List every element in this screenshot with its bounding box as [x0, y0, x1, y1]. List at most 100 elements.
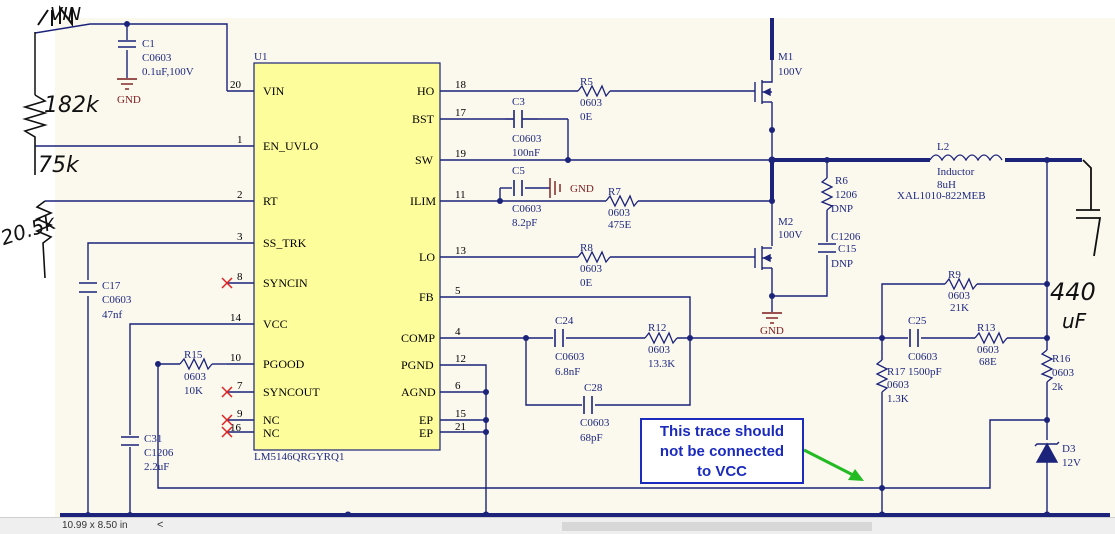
- d3-value: 12V: [1062, 457, 1081, 469]
- mosfet-m2: [754, 246, 772, 270]
- hand-cap: 440: [1050, 278, 1096, 306]
- pin-name-comp: COMP: [401, 331, 435, 345]
- note-arrow: [803, 448, 864, 481]
- resistor-symbols: [179, 84, 1054, 393]
- r15-value: 10K: [184, 385, 203, 397]
- r5-package: 0603: [580, 97, 603, 109]
- pin-num-sw: 19: [455, 148, 467, 160]
- c3-ref: C3: [512, 96, 525, 108]
- r16-ref: R16: [1052, 353, 1071, 365]
- c28-package: C0603: [580, 417, 610, 429]
- pin-num-vcc: 14: [230, 312, 242, 324]
- pin-num-lo: 13: [455, 245, 467, 257]
- r9-value: 21K: [950, 302, 969, 314]
- inductor-l2: [929, 154, 1003, 162]
- r7-value: 475E: [608, 219, 632, 231]
- c1-value: 0.1uF,100V: [142, 66, 194, 78]
- hand-r-bot: 75k: [38, 153, 80, 178]
- no-connect-markers: [221, 277, 233, 438]
- pin-name-vcc: VCC: [263, 317, 288, 331]
- hand-r-top: 182k: [44, 93, 100, 118]
- r9-ref: R9: [948, 269, 961, 281]
- pin-name-syncout: SYNCOUT: [263, 385, 320, 399]
- pin-name-agnd: AGND: [401, 385, 436, 399]
- power-buses: [60, 18, 1110, 517]
- r7-package: 0603: [608, 207, 631, 219]
- c25-value: 1500pF: [908, 366, 942, 378]
- pin-num-bst: 17: [455, 107, 467, 119]
- r15-package: 0603: [184, 371, 207, 383]
- pin-name-nc-16: NC: [263, 426, 280, 440]
- pin-num-ho: 18: [455, 79, 467, 91]
- l2-value: 8uH: [937, 179, 956, 191]
- note-line-1: This trace should: [659, 423, 785, 440]
- pin-num-rt: 2: [237, 189, 243, 201]
- pin-num-comp: 4: [455, 326, 461, 338]
- c17-package: C0603: [102, 294, 132, 306]
- r13-value: 68E: [979, 356, 997, 368]
- r17-package: 0603: [887, 379, 910, 391]
- component-labels: C1 C0603 0.1uF,100V C3 C0603 100nF C5 C0…: [102, 38, 1081, 473]
- c5-package: C0603: [512, 203, 542, 215]
- d3-ref: D3: [1062, 443, 1076, 455]
- c15-package: C1206: [831, 231, 861, 243]
- sheet-area: [55, 18, 1115, 518]
- pin-num-syncin: 8: [237, 271, 243, 283]
- pin-num-fb: 5: [455, 285, 461, 297]
- r9-package: 0603: [948, 290, 971, 302]
- c28-value: 68pF: [580, 432, 603, 444]
- left-pin-stubs: [227, 90, 254, 433]
- pin-name-ss-trk: SS_TRK: [263, 236, 307, 250]
- r5-value: 0E: [580, 111, 593, 123]
- ic-body: [253, 62, 441, 451]
- right-pin-stubs: [440, 90, 480, 433]
- c15-ref: C15: [838, 243, 857, 255]
- c31-value: 2.2uF: [144, 461, 169, 473]
- c5-value: 8.2pF: [512, 217, 537, 229]
- pin-name-en-uvlo: EN_UVLO: [263, 139, 319, 153]
- pin-num-nc-9: 9: [237, 408, 243, 420]
- ic-part-number: LM5146QRGYRQ1: [254, 451, 344, 463]
- c17-value: 47nf: [102, 309, 123, 321]
- pin-name-pgood: PGOOD: [263, 357, 305, 371]
- r8-package: 0603: [580, 263, 603, 275]
- m2-value: 100V: [778, 229, 803, 241]
- r16-value: 2k: [1052, 381, 1064, 393]
- pin-name-ep-15: EP: [419, 413, 433, 427]
- l2-type: Inductor: [937, 166, 975, 178]
- c3-package: C0603: [512, 133, 542, 145]
- r13-ref: R13: [977, 322, 996, 334]
- r7-ref: R7: [608, 186, 621, 198]
- pin-num-en-uvlo: 1: [237, 134, 243, 146]
- pin-name-vin: VIN: [263, 84, 285, 98]
- c24-ref: C24: [555, 315, 574, 327]
- pin-name-bst: BST: [412, 112, 435, 126]
- scroll-left-button[interactable]: <: [157, 519, 164, 531]
- c28-ref: C28: [584, 382, 603, 394]
- status-bar: 10.99 x 8.50 in <: [0, 517, 1115, 534]
- r16-package: 0603: [1052, 367, 1075, 379]
- c25-package: C0603: [908, 351, 938, 363]
- ground-symbols: [117, 78, 782, 324]
- c1-package: C0603: [142, 52, 172, 64]
- c25-ref: C25: [908, 315, 927, 327]
- pin-name-ep-21: EP: [419, 426, 433, 440]
- l2-ref: L2: [937, 141, 949, 153]
- pin-num-ss-trk: 3: [237, 231, 243, 243]
- r12-package: 0603: [648, 344, 671, 356]
- r6-package: 1206: [835, 189, 858, 201]
- pin-name-pgnd: PGND: [401, 358, 434, 372]
- c5-ref: C5: [512, 165, 525, 177]
- l2-part: XAL1010-822MEB: [897, 190, 986, 202]
- pin-num-ep-15: 15: [455, 408, 467, 420]
- pin-num-ilim: 11: [455, 189, 466, 201]
- m1-value: 100V: [778, 66, 803, 78]
- pin-name-rt: RT: [263, 194, 278, 208]
- hand-vin: VIN: [50, 4, 81, 25]
- m1-ref: M1: [778, 51, 793, 63]
- mosfet-m1: [754, 80, 773, 104]
- pin-num-syncout: 7: [237, 380, 243, 392]
- r12-value: 13.3K: [648, 358, 675, 370]
- horizontal-scrollbar-thumb[interactable]: [562, 522, 872, 531]
